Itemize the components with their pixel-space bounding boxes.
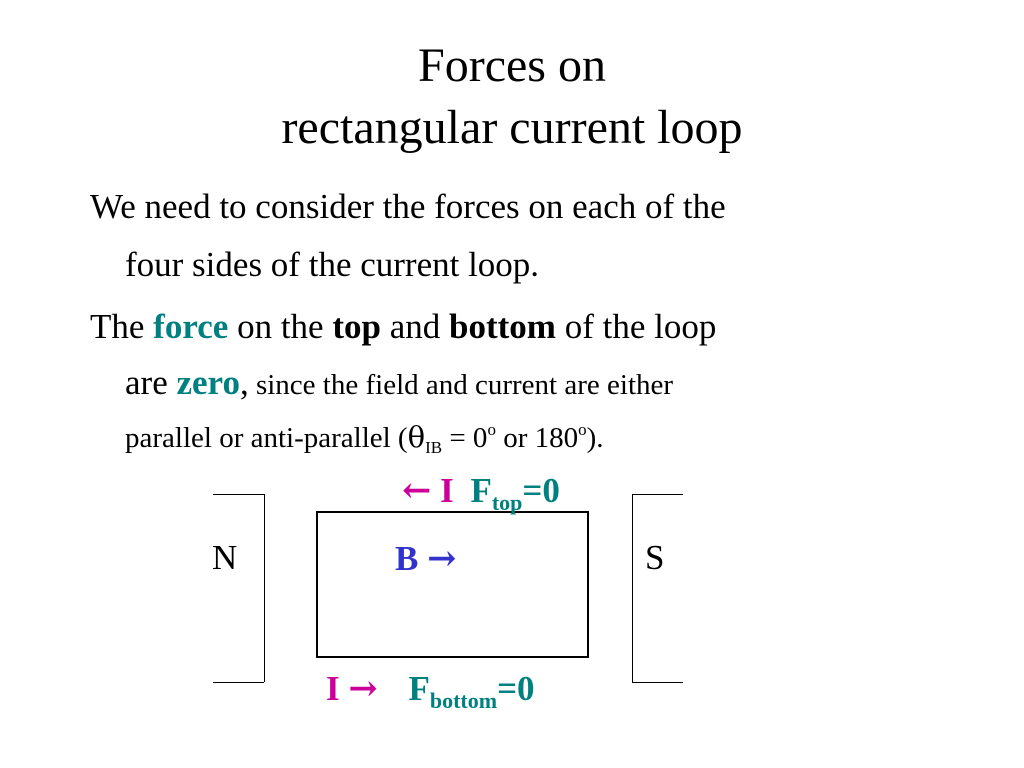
keyword-zero: zero xyxy=(176,363,240,402)
para2-since: since the field and current are either xyxy=(248,369,674,401)
south-pole-top-edge xyxy=(632,494,683,495)
top-force-value: =0 xyxy=(522,471,560,510)
title-line-2: rectangular current loop xyxy=(281,101,743,154)
slide-title: Forces on rectangular current loop xyxy=(0,35,1024,159)
current-loop-rectangle xyxy=(316,511,589,658)
keyword-top: top xyxy=(332,307,381,346)
para2-the: The xyxy=(90,307,154,346)
bottom-current-symbol: I xyxy=(326,669,340,708)
south-pole-label: S xyxy=(645,538,665,577)
bottom-force-subscript: bottom xyxy=(429,688,498,713)
para2-eq-zero: = 0 xyxy=(442,422,488,454)
north-pole-label: N xyxy=(212,538,238,577)
theta-symbol: θ xyxy=(407,420,426,454)
top-current-symbol: I xyxy=(440,471,454,510)
right-arrow-icon: → xyxy=(348,668,378,709)
para2-parallel-prefix: parallel or anti-parallel ( xyxy=(125,422,408,454)
para2-line1: The force on the top and bottom of the l… xyxy=(90,298,970,356)
north-pole-bottom-edge xyxy=(213,682,264,683)
top-force-subscript: top xyxy=(491,490,523,515)
left-arrow-icon: ← xyxy=(402,470,432,511)
paragraph-four-sides: We need to consider the forces on each o… xyxy=(90,178,970,294)
degree-mark-1: o xyxy=(487,420,496,439)
para2-of-the-loop: of the loop xyxy=(555,307,717,346)
para2-are: are xyxy=(125,363,177,402)
para1-line1: We need to consider the forces on each o… xyxy=(90,187,726,226)
north-pole-top-edge xyxy=(213,494,264,495)
degree-mark-2: o xyxy=(578,420,587,439)
top-force-symbol: F xyxy=(470,471,492,510)
magnetic-field-label: B → xyxy=(395,538,456,579)
field-symbol: B xyxy=(395,539,419,578)
title-line-1: Forces on xyxy=(418,39,606,92)
right-arrow-icon: → xyxy=(427,538,457,579)
para2-comma: , xyxy=(239,363,249,402)
para2-on-the: on the xyxy=(228,307,333,346)
para2-line2: are zero, since the field and current ar… xyxy=(90,356,970,412)
south-pole-side-edge xyxy=(632,494,633,682)
theta-subscript: IB xyxy=(425,438,443,457)
north-pole-side-edge xyxy=(264,494,265,682)
bottom-force-label: I → Fbottom=0 xyxy=(326,668,535,713)
bottom-force-value: =0 xyxy=(497,669,535,708)
para2-line3: parallel or anti-parallel (θIB = 0o or 1… xyxy=(90,412,970,467)
para2-or-180: or 180 xyxy=(495,422,579,454)
keyword-force: force xyxy=(153,307,229,346)
para2-and: and xyxy=(380,307,449,346)
top-force-label: ← I Ftop=0 xyxy=(402,470,560,515)
paragraph-top-bottom-zero: The force on the top and bottom of the l… xyxy=(90,298,970,467)
bottom-force-symbol: F xyxy=(408,669,430,708)
para2-close: ). xyxy=(586,422,604,454)
para1-line2: four sides of the current loop. xyxy=(125,245,540,284)
south-pole-bottom-edge xyxy=(632,682,683,683)
keyword-bottom: bottom xyxy=(449,307,556,346)
